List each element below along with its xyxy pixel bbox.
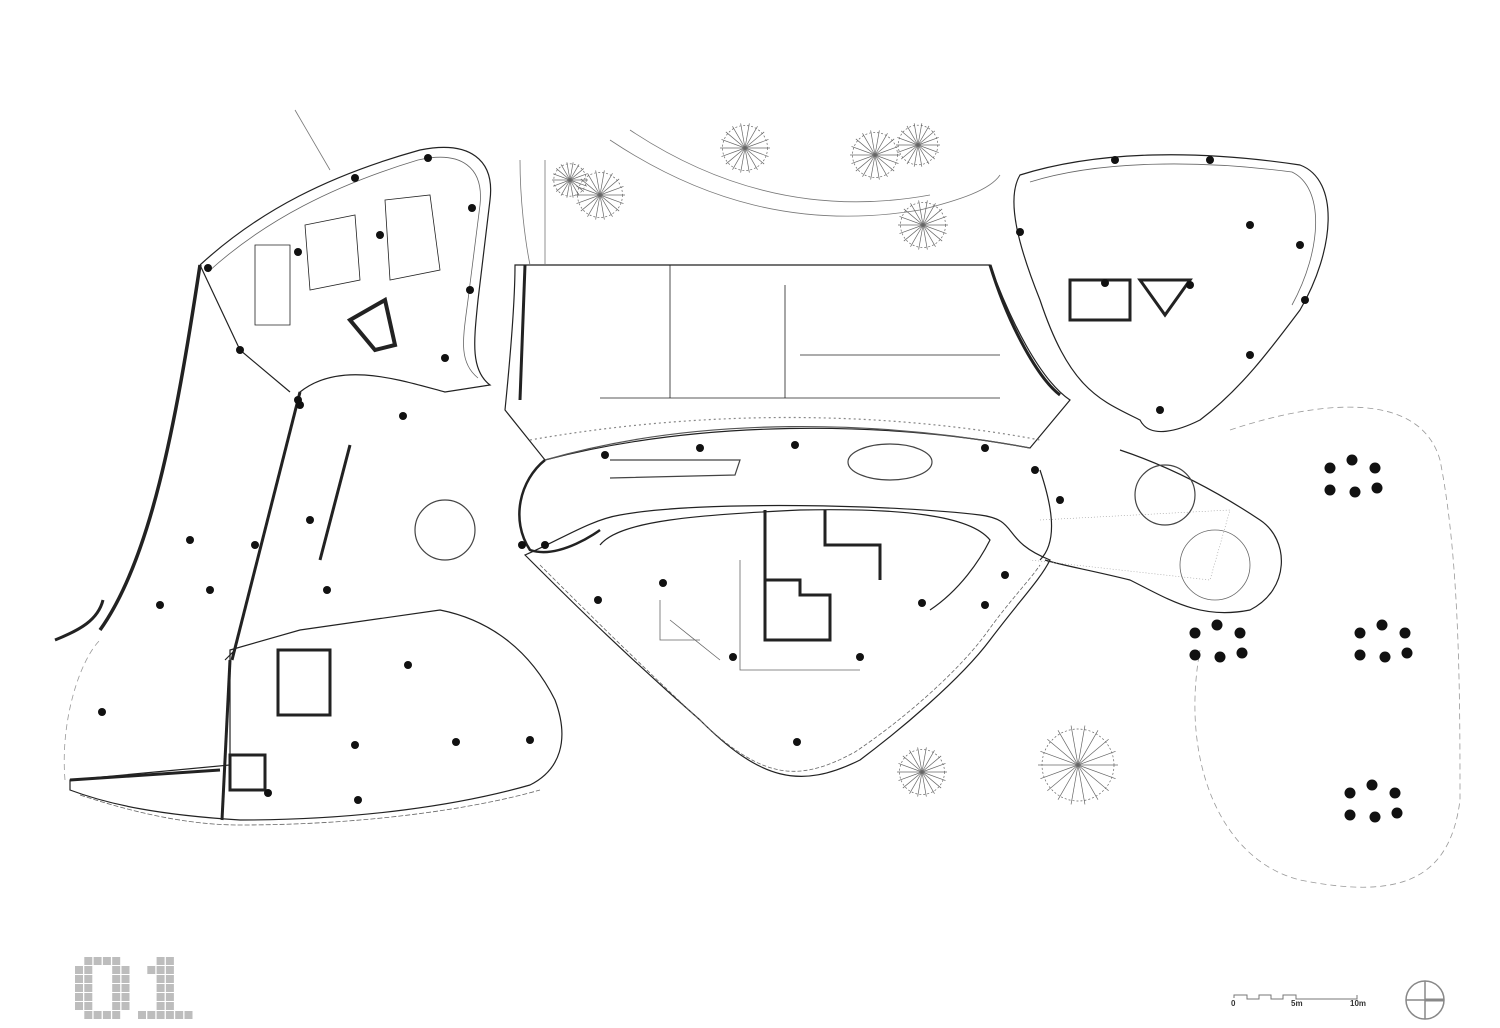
- tree-icon: [575, 170, 625, 220]
- central-block-outline: [504, 264, 1071, 461]
- column-dot: [441, 354, 449, 362]
- outdoor-tables: [1189, 454, 1413, 823]
- tree-icon: [552, 162, 588, 198]
- column-dot: [156, 601, 164, 609]
- column-dot: [251, 541, 259, 549]
- tree-icon: [896, 123, 940, 167]
- scale-label-5m: 5m: [1291, 999, 1303, 1008]
- column-dot: [729, 653, 737, 661]
- column-dot: [601, 451, 609, 459]
- scale-label-0: 0: [1231, 999, 1236, 1008]
- tree-icon: [898, 200, 948, 250]
- structural-columns: [98, 154, 1309, 804]
- column-dot: [1246, 221, 1254, 229]
- column-dot: [306, 516, 314, 524]
- column-dot: [1186, 281, 1194, 289]
- column-dot: [541, 541, 549, 549]
- column-dot: [594, 596, 602, 604]
- tree-icon: [720, 123, 770, 173]
- column-dot: [466, 286, 474, 294]
- column-dot: [206, 586, 214, 594]
- column-dot: [696, 444, 704, 452]
- tree-icon: [850, 130, 900, 180]
- column-dot: [404, 661, 412, 669]
- column-dot: [264, 789, 272, 797]
- column-dot: [791, 441, 799, 449]
- column-dot: [376, 231, 384, 239]
- table-cluster: [1189, 619, 1248, 663]
- scale-bar: [1233, 994, 1358, 1000]
- right-wing-outline: [1013, 154, 1329, 433]
- column-dot: [399, 412, 407, 420]
- column-dot: [981, 601, 989, 609]
- column-dot: [526, 736, 534, 744]
- column-dot: [468, 204, 476, 212]
- column-dot: [186, 536, 194, 544]
- column-dot: [323, 586, 331, 594]
- column-dot: [793, 738, 801, 746]
- column-dot: [294, 396, 302, 404]
- column-dot: [452, 738, 460, 746]
- left-wing-outline: [199, 146, 492, 661]
- column-dot: [1031, 466, 1039, 474]
- table-cluster: [1354, 619, 1413, 663]
- scale-label-10m: 10m: [1350, 999, 1367, 1008]
- building-outlines: [54, 109, 1461, 888]
- column-dot: [1296, 241, 1304, 249]
- column-dot: [856, 653, 864, 661]
- column-dot: [1301, 296, 1309, 304]
- column-dot: [98, 708, 106, 716]
- column-dot: [1101, 279, 1109, 287]
- column-dot: [236, 346, 244, 354]
- column-dot: [518, 541, 526, 549]
- column-dot: [1111, 156, 1119, 164]
- column-dot: [351, 741, 359, 749]
- column-dot: [1206, 156, 1214, 164]
- tree-icon: [1038, 725, 1118, 805]
- column-dot: [1056, 496, 1064, 504]
- tree-icon: [897, 747, 947, 797]
- table-cluster: [1344, 779, 1403, 823]
- central-hall-outline: [518, 459, 601, 554]
- trees: [552, 123, 1118, 805]
- column-dot: [1156, 406, 1164, 414]
- column-dot: [354, 796, 362, 804]
- north-arrow-icon: [1405, 980, 1445, 1020]
- column-dot: [424, 154, 432, 162]
- column-dot: [981, 444, 989, 452]
- column-dot: [918, 599, 926, 607]
- south-west-wing-outline: [69, 609, 563, 821]
- column-dot: [659, 579, 667, 587]
- column-dot: [351, 174, 359, 182]
- sheet-number-label: [75, 957, 193, 1019]
- column-dot: [1246, 351, 1254, 359]
- column-dot: [294, 248, 302, 256]
- table-cluster: [1324, 454, 1383, 498]
- column-dot: [1016, 228, 1024, 236]
- column-dot: [1001, 571, 1009, 579]
- column-dot: [204, 264, 212, 272]
